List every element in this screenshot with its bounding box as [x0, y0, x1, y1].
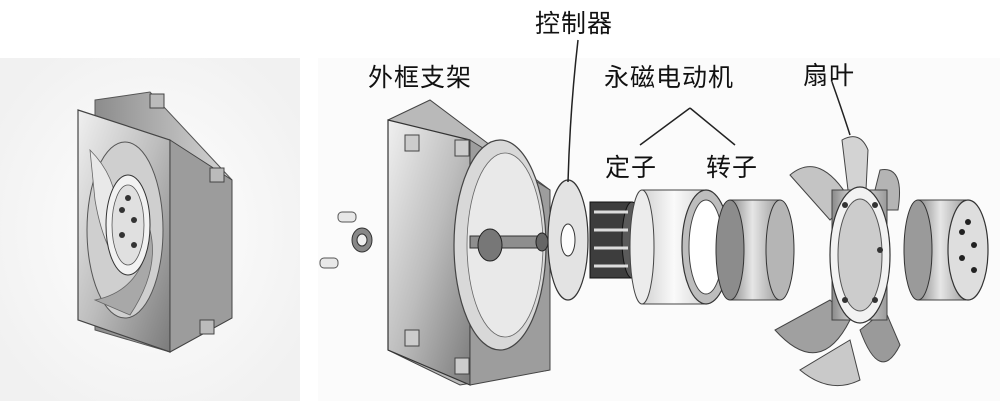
stator-label: 定子 — [605, 153, 658, 182]
fan-blade-label: 扇叶 — [803, 61, 856, 90]
fan-blade-leader-line — [831, 81, 851, 136]
stator-part — [629, 189, 731, 305]
controller-leader-line — [567, 39, 579, 183]
motor-label: 永磁电动机 — [604, 63, 735, 92]
controller-label: 控制器 — [535, 9, 614, 38]
outer-frame-label: 外框支架 — [368, 63, 473, 92]
stator-leader-line — [639, 107, 691, 146]
leader-lines — [567, 39, 851, 183]
rotor-leader-line — [689, 107, 736, 146]
fan-blade-part — [774, 136, 901, 387]
end-cap-part — [903, 199, 989, 301]
small-parts — [319, 211, 373, 269]
rotor-label: 转子 — [706, 153, 759, 182]
assembled-fan — [77, 91, 233, 353]
outer-frame-part — [387, 99, 551, 386]
rotor-part — [715, 199, 795, 301]
